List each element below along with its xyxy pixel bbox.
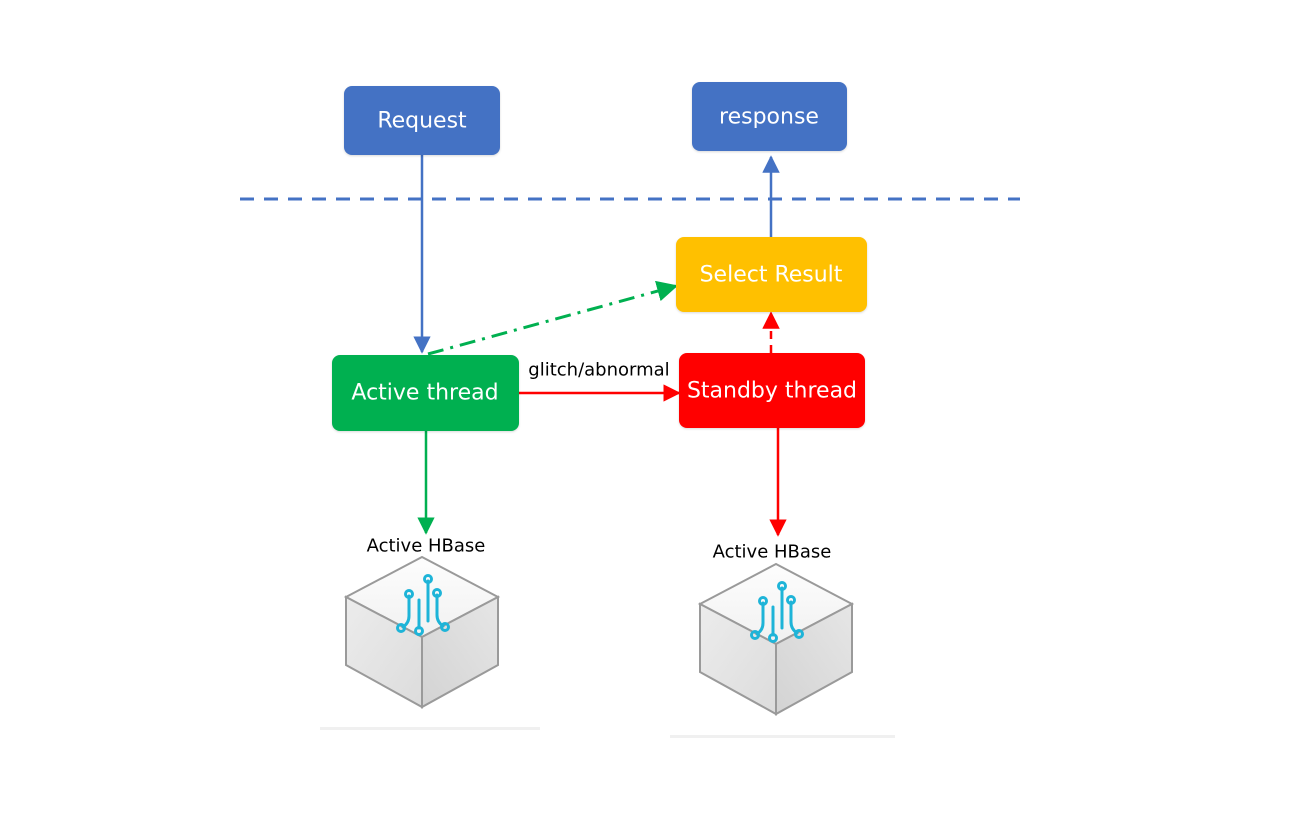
request-node: Request (344, 86, 500, 155)
left-cube-shadow (320, 727, 540, 730)
active-thread-label: Active thread (351, 381, 498, 406)
response-node: response (692, 82, 847, 151)
select-result-label: Select Result (700, 263, 843, 288)
select-result-node: Select Result (676, 237, 867, 312)
standby-thread-label: Standby thread (687, 379, 857, 404)
request-label: Request (377, 109, 467, 134)
left-hbase-label: Active HBase (367, 536, 486, 557)
failover-label: glitch/abnormal (528, 360, 669, 381)
left-hbase-node-icon (396, 574, 450, 636)
right-hbase-label: Active HBase (713, 542, 832, 563)
right-cube-shadow (670, 735, 895, 738)
active-thread-node: Active thread (332, 355, 519, 431)
response-label: response (719, 105, 819, 130)
active-to-select-dashdot-arrow (427, 280, 679, 356)
left-hbase-cube-icon (343, 555, 501, 709)
right-hbase-node-icon (750, 581, 804, 643)
standby-thread-node: Standby thread (679, 353, 865, 428)
right-hbase-cube-icon (697, 562, 855, 716)
